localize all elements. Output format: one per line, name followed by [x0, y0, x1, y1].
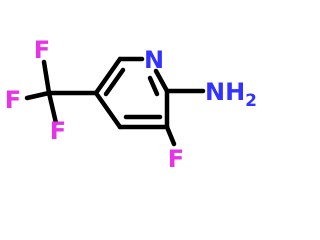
bond-c6-c5-inner	[103, 67, 126, 97]
bond-c3-f	[164, 124, 177, 147]
cf3-fluorine-top-label: F	[34, 36, 50, 64]
bond-c6-c5	[93, 56, 123, 96]
atom-labels: N NH2 F F F F	[5, 36, 257, 173]
bond-cf3-f-top	[41, 59, 52, 96]
amine-label: NH2	[205, 78, 257, 111]
bond-c2-n1	[153, 68, 170, 94]
ring-fluorine-label: F	[168, 145, 184, 173]
ring-nitrogen-label: N	[144, 46, 164, 74]
cf3-fluorine-bottom-label: F	[50, 117, 66, 145]
amine-subscript: 2	[245, 91, 257, 111]
cf3-fluorine-left-label: F	[5, 86, 21, 114]
bond-cf3-f-left	[24, 90, 52, 101]
bond-c5-c4	[93, 90, 123, 130]
molecule-structure-diagram: N NH2 F F F F	[5, 36, 257, 173]
amine-nh-text: NH	[205, 78, 245, 106]
bond-c2-n1-inner	[147, 75, 160, 97]
bonds	[24, 56, 206, 147]
bond-cf3-f-bottom	[46, 90, 59, 126]
